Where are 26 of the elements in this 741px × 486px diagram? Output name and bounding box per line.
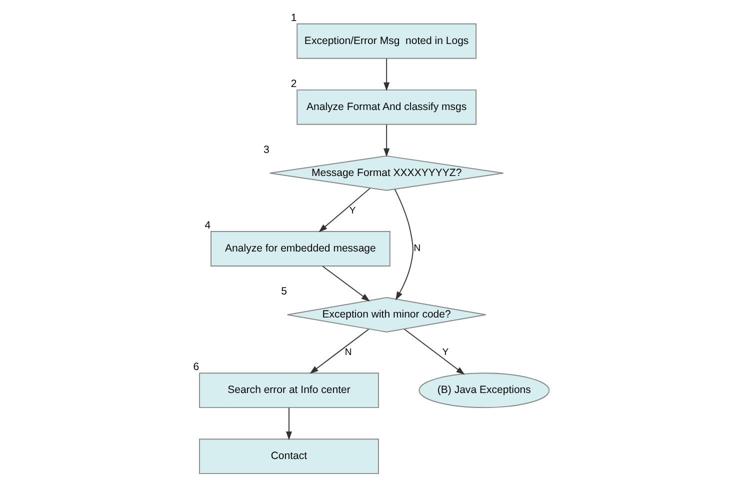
edge-label: N bbox=[344, 346, 352, 358]
node-box: Exception/Error Msg noted in Logs bbox=[296, 23, 476, 59]
node-box: Contact bbox=[198, 438, 378, 474]
node-label: 5 bbox=[280, 285, 287, 298]
node-box: Search error at Info center bbox=[198, 372, 378, 408]
arrow bbox=[394, 188, 413, 300]
arrow bbox=[383, 124, 390, 157]
node-diamond: Message Format XXXXYYYYZ? bbox=[268, 155, 504, 191]
node-label: 6 bbox=[192, 361, 199, 374]
node-label: 3 bbox=[263, 144, 269, 156]
node-label: 4 bbox=[204, 219, 210, 232]
node-ellipse: (B) Java Exceptions bbox=[418, 372, 550, 408]
node-box: Analyze Format And classify msgs bbox=[296, 89, 476, 125]
arrow bbox=[309, 328, 369, 374]
arrow bbox=[285, 407, 292, 440]
edge-label: Y bbox=[348, 205, 356, 216]
arrow bbox=[404, 328, 464, 375]
node-label: 1 bbox=[290, 12, 296, 24]
arrow bbox=[383, 58, 390, 91]
edge-label: N bbox=[413, 243, 420, 254]
node-label: 2 bbox=[290, 78, 296, 90]
arrow bbox=[322, 266, 370, 302]
arrow bbox=[318, 188, 370, 232]
node-box: Analyze for embedded message bbox=[210, 231, 390, 266]
node-diamond: Exception with minor code? bbox=[286, 297, 486, 332]
edge-label: Y bbox=[442, 346, 448, 358]
